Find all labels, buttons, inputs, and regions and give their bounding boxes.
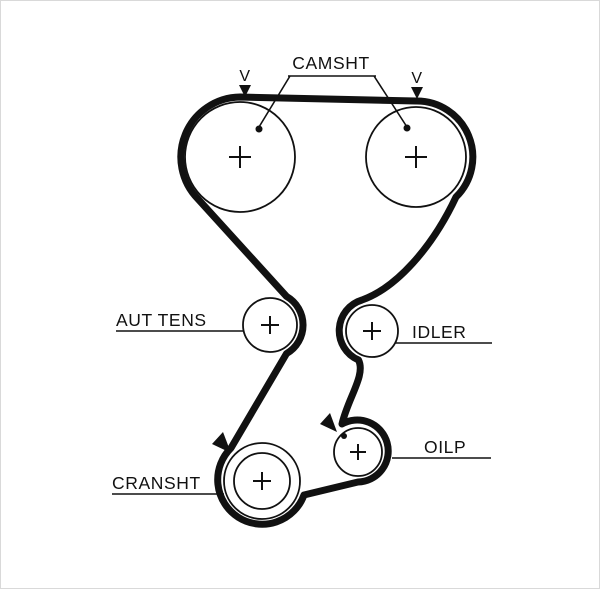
camshaft-label: CAMSHT — [292, 53, 370, 73]
crankshaft-timing-arrow-icon — [212, 432, 231, 453]
right-cam-vmark-label: V — [411, 70, 422, 87]
camshaft-right-timing-dot — [403, 124, 411, 132]
oil-pump-label: OILP — [424, 437, 466, 457]
idler-label: IDLER — [412, 322, 467, 342]
tensioner-plus-icon — [261, 316, 279, 334]
tensioner-label: AUT TENS — [116, 310, 207, 330]
oil-pump-timing-dot — [341, 433, 347, 439]
idler-plus-icon — [363, 322, 381, 340]
camshaft-right-plus-icon — [405, 146, 427, 168]
crankshaft-label: CRANSHT — [112, 473, 201, 493]
crankshaft-outer-circle — [223, 442, 301, 520]
left-cam-arrow-icon — [239, 85, 251, 97]
left-cam-vmark-label: V — [239, 68, 250, 85]
right-cam-arrow-icon — [411, 87, 423, 99]
timing-belt-path — [177, 93, 477, 528]
oil-pump-plus-icon — [350, 444, 366, 460]
camshaft-left-timing-dot — [255, 125, 263, 133]
camshaft-pointer-lines — [258, 75, 408, 128]
camshaft-right-pulley — [365, 106, 467, 208]
crankshaft-plus-icon — [253, 472, 271, 490]
oil-pump-timing-arrow-icon — [320, 413, 337, 432]
camshaft-left-plus-icon — [229, 146, 251, 168]
camshaft-left-pulley — [184, 101, 296, 213]
crankshaft-inner-circle — [233, 452, 291, 510]
